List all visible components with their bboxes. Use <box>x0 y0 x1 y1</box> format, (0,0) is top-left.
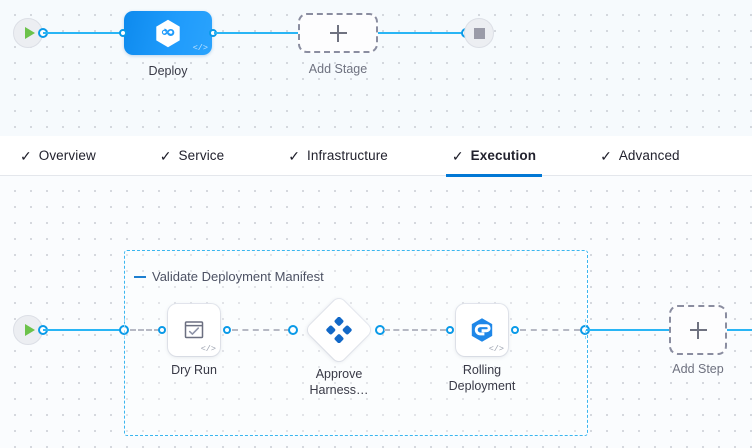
tab-advanced[interactable]: ✓ Advanced <box>586 136 694 176</box>
connector-group-to-dryrun <box>130 329 160 331</box>
deploy-stage-box[interactable]: </> <box>124 11 212 55</box>
step-node-approve-harness[interactable]: Approve Harness… <box>305 296 373 397</box>
connector-addstep-trailing <box>727 329 752 331</box>
rolling-deployment-label-line1: Rolling <box>462 363 502 377</box>
dry-run-box[interactable]: </> <box>168 304 220 356</box>
execution-start-node[interactable] <box>13 315 43 345</box>
step-node-dry-run[interactable]: </> Dry Run <box>168 304 220 377</box>
tab-service[interactable]: ✓ Service <box>146 136 238 176</box>
stop-icon <box>464 18 494 48</box>
rolling-deployment-label-line2: Deployment <box>448 379 516 393</box>
add-step-label: Add Step <box>672 362 724 376</box>
check-icon: ✓ <box>451 147 464 164</box>
add-stage-button[interactable] <box>298 13 378 53</box>
add-step-button[interactable] <box>669 305 727 355</box>
tab-overview[interactable]: ✓ Overview <box>6 136 110 176</box>
rolling-deployment-box[interactable]: </> <box>456 304 508 356</box>
tab-execution-label: Execution <box>470 148 537 163</box>
step-node-rolling-deployment[interactable]: </> Rolling Deployment <box>449 304 515 393</box>
shell-script-check-icon <box>184 321 204 339</box>
stage-config-tabs[interactable]: ✓ Overview ✓ Service ✓ Infrastructure ✓ … <box>0 136 752 177</box>
stage-canvas[interactable]: </> Deploy Add Stage <box>0 0 752 136</box>
approve-harness-box[interactable] <box>305 296 373 364</box>
stage-node-label: Deploy <box>148 64 188 78</box>
dry-run-label: Dry Run <box>171 363 217 377</box>
connector-dryrun-to-approve <box>232 329 290 331</box>
harness-deploy-hexagon-icon <box>155 19 181 48</box>
rolling-out-dot[interactable] <box>511 326 519 334</box>
tab-overview-label: Overview <box>38 148 96 163</box>
add-stage-label: Add Stage <box>308 62 368 76</box>
stop-square-icon <box>473 27 485 39</box>
check-icon: ✓ <box>288 147 300 164</box>
step-group-title: Validate Deployment Manifest <box>152 269 324 284</box>
plus-icon <box>329 24 347 42</box>
connector-addstage-to-end <box>378 32 465 34</box>
tab-service-label: Service <box>178 148 225 163</box>
check-icon: ✓ <box>600 147 612 164</box>
approve-harness-label-line2: Harness… <box>309 383 369 397</box>
add-step-node[interactable]: Add Step <box>669 305 727 376</box>
play-triangle-icon <box>24 324 35 336</box>
step-group-header[interactable]: Validate Deployment Manifest <box>134 269 324 284</box>
connector-deploy-to-addstage <box>214 32 298 34</box>
stage-node-deploy[interactable]: </> Deploy <box>124 11 212 78</box>
rolling-deployment-spiral-icon <box>471 318 493 342</box>
dryrun-out-dot[interactable] <box>223 326 231 334</box>
connector-start-to-deploy <box>43 32 127 34</box>
code-badge-icon[interactable]: </> <box>192 43 208 53</box>
dryrun-in-dot[interactable] <box>158 326 166 334</box>
connector-start-to-group <box>43 329 125 331</box>
check-icon: ✓ <box>159 147 172 164</box>
pipeline-end-node[interactable] <box>464 18 494 48</box>
tab-advanced-label: Advanced <box>618 148 680 163</box>
group-exit-guide <box>585 319 586 339</box>
add-stage-node[interactable]: Add Stage <box>298 13 378 76</box>
connector-group-to-addstep <box>586 329 669 331</box>
approve-harness-label-line1: Approve <box>315 367 363 381</box>
tab-infrastructure[interactable]: ✓ Infrastructure <box>274 136 402 176</box>
execution-canvas[interactable]: Validate Deployment Manifest < <box>0 176 752 448</box>
connector-rolling-to-groupexit <box>520 329 580 331</box>
deploy-in-dot[interactable] <box>119 29 127 37</box>
code-badge-icon[interactable]: </> <box>200 344 216 354</box>
minus-icon[interactable] <box>134 275 146 278</box>
code-badge-icon[interactable]: </> <box>488 344 504 354</box>
rolling-in-dot[interactable] <box>446 326 454 334</box>
approve-in-dot[interactable] <box>288 325 298 335</box>
harness-approval-icon <box>326 317 352 343</box>
tab-infrastructure-label: Infrastructure <box>306 148 388 163</box>
check-icon: ✓ <box>20 147 32 164</box>
play-triangle-icon <box>24 27 35 39</box>
group-entry-guide <box>124 319 125 339</box>
plus-icon <box>689 321 707 339</box>
connector-approve-to-rolling <box>384 329 446 331</box>
tab-execution[interactable]: ✓ Execution <box>438 136 550 177</box>
play-icon <box>13 315 43 345</box>
